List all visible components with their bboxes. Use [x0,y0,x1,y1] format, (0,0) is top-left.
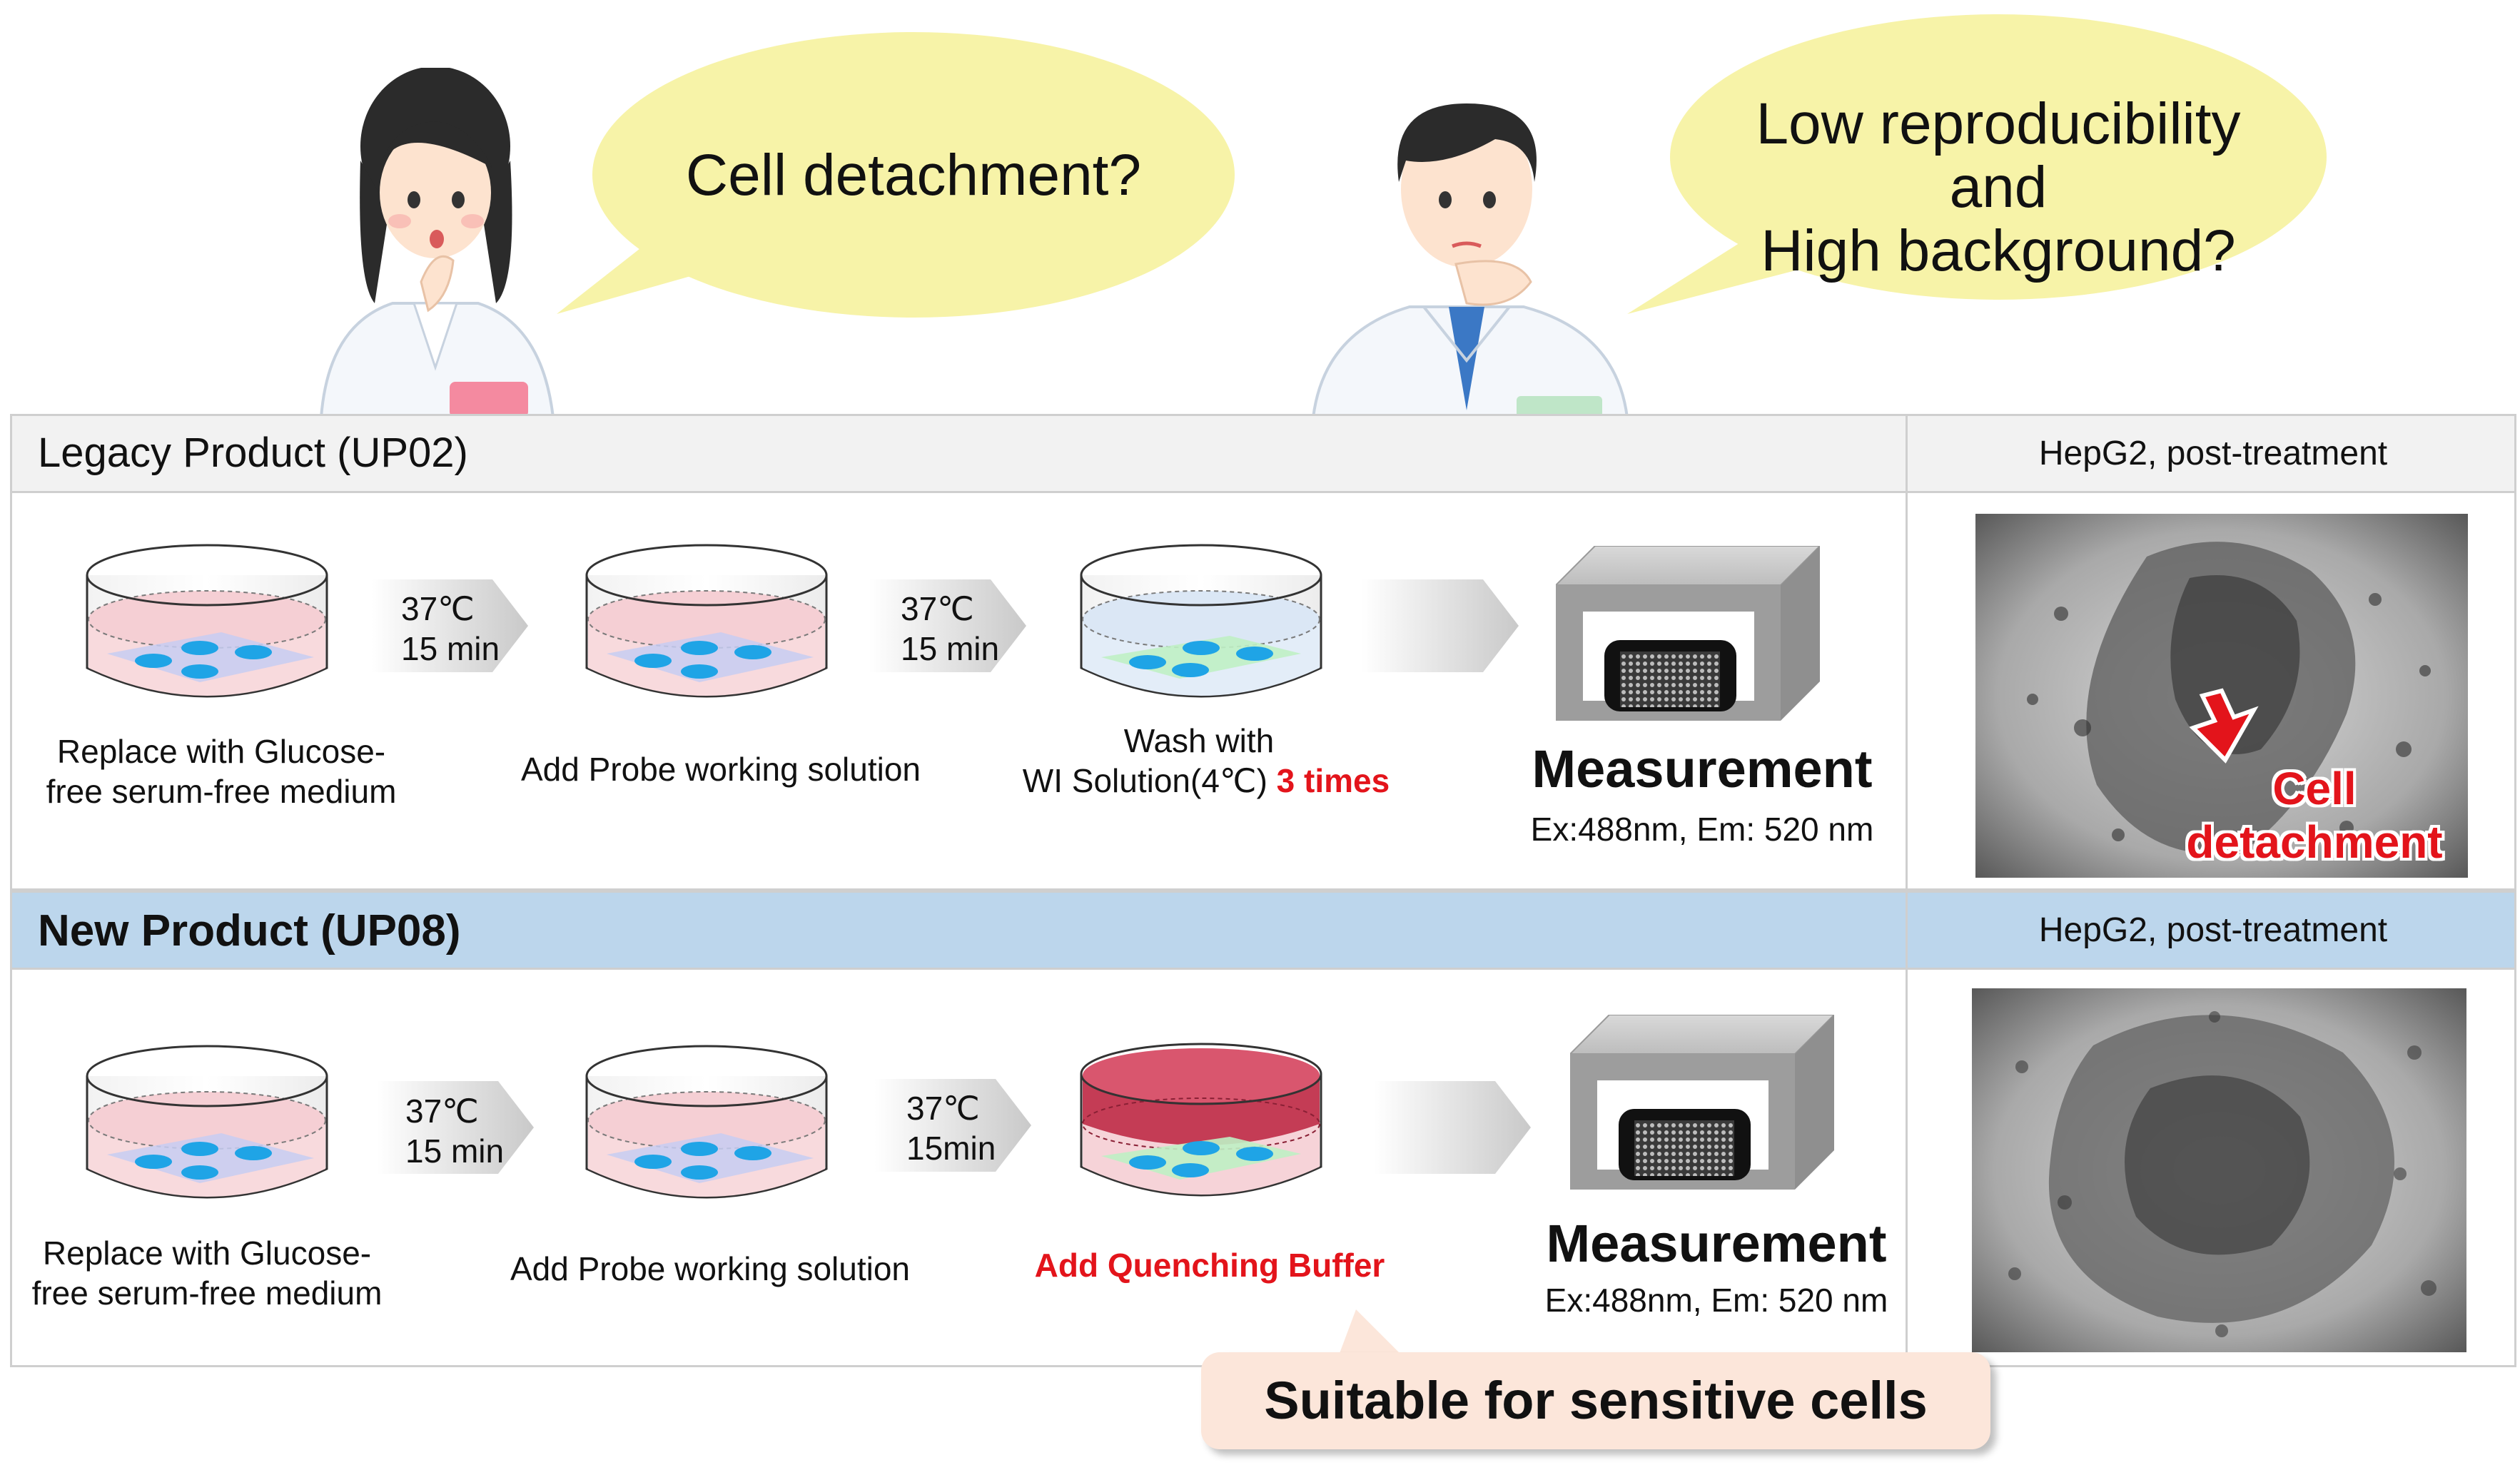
legacy-photo-label-line2: detachment [2186,816,2443,868]
new-product-title: New Product (UP08) [38,906,461,956]
legacy-header-row: Legacy Product (UP02) HepG2, post-treatm… [10,414,2516,493]
new-step2-caption: Add Probe working solution [510,1250,910,1287]
new-measure-sub: Ex:488nm, Em: 520 nm [1544,1282,1888,1319]
new-arrow1-temp: 37℃ [405,1093,479,1130]
new-arrow-3 [1374,1081,1531,1174]
new-step1-line2: free serum-free medium [31,1274,383,1312]
legacy-arrow2-time: 15 min [901,630,1000,667]
new-arrow1-time: 15 min [405,1132,505,1170]
new-dish-quench [1073,1038,1330,1217]
legacy-photo-label-line1: Cell [2272,763,2357,814]
legacy-photo-header: HepG2, post-treatment [2038,435,2388,472]
legacy-measure-title: Measurement [1532,739,1873,799]
legacy-product-title: Legacy Product (UP02) [38,430,468,476]
legacy-step3-line2-wrap: WI Solution(4℃) 3 times [985,761,1427,801]
bubble-right-line2: and [1949,155,2048,220]
legacy-dish-medium [79,539,335,718]
new-arrow2-time: 15min [906,1130,996,1167]
legacy-arrow-2 [869,579,1026,672]
scientist-woman-illustration [307,66,564,419]
legacy-measure-sub: Ex:488nm, Em: 520 nm [1530,811,1874,848]
new-column-divider [1906,968,1908,1367]
legacy-arrow-1 [371,579,528,672]
legacy-dish-probe [578,539,835,718]
legacy-arrow1-time: 15 min [401,630,500,667]
new-photo-header: HepG2, post-treatment [2038,911,2388,949]
legacy-arrow2-temp: 37℃ [901,590,974,627]
new-step3-caption: Add Quenching Buffer [1034,1247,1385,1284]
bubble-right-line3: High background? [1761,218,2236,283]
new-plate-reader [1568,1014,1836,1190]
bubble-left-text: Cell detachment? [685,143,1142,208]
new-header-row: New Product (UP08) HepG2, post-treatment [10,891,2516,970]
legacy-cell-photo: Cell detachment [1975,514,2468,878]
new-dish-probe [578,1040,835,1219]
legacy-column-divider [1906,491,1908,891]
callout-box: Suitable for sensitive cells [1201,1352,1990,1449]
new-arrow-1 [377,1081,534,1174]
scientist-man-illustration [1302,75,1638,419]
new-measure-title: Measurement [1546,1214,1887,1273]
new-dish-medium [79,1040,335,1219]
legacy-step3-line1: Wash with [1123,722,1275,759]
legacy-arrow-3 [1362,579,1519,672]
legacy-dish-wash [1073,539,1330,718]
speech-bubble-left: Cell detachment? [542,21,1263,321]
callout-text: Suitable for sensitive cells [1264,1371,1928,1430]
new-arrow2-temp: 37℃ [906,1090,980,1127]
speech-bubble-right: Low reproducibility and High background? [1620,7,2341,321]
new-arrow-2 [874,1079,1031,1172]
legacy-plate-reader [1554,545,1822,721]
legacy-step2-caption: Add Probe working solution [521,751,921,788]
new-cell-photo [1972,988,2466,1352]
legacy-arrow1-temp: 37℃ [401,590,475,627]
legacy-step3-line2: WI Solution(4℃) [1022,762,1267,799]
legacy-step3-highlight: 3 times [1276,762,1390,799]
legacy-step1-line2: free serum-free medium [46,773,397,810]
legacy-step1-line1: Replace with Glucose- [56,733,386,770]
bubble-right-line1: Low reproducibility [1756,91,2241,156]
new-step1-line1: Replace with Glucose- [42,1235,372,1272]
